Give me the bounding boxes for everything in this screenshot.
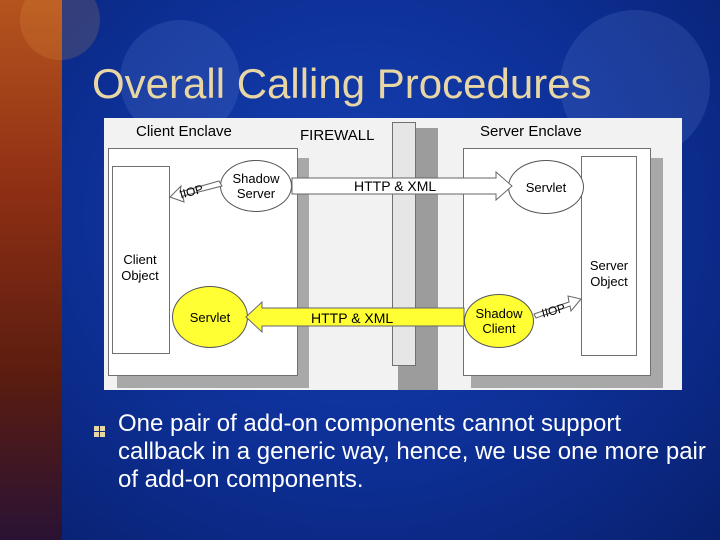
http-top-label: HTTP & XML [354, 178, 437, 194]
servlet-top-label: Servlet [525, 179, 567, 195]
bullet-text: One pair of add-on components cannot sup… [118, 410, 706, 493]
shadow-server-ellipse: Shadow Server [220, 160, 292, 212]
http-bottom-label: HTTP & XML [311, 310, 394, 326]
iiop-right-arrow [533, 295, 582, 319]
client-enclave-label: Client Enclave [136, 123, 232, 140]
client-object-box [112, 166, 170, 354]
bullet-icon [94, 426, 105, 437]
shadow-client-label: Shadow Client [475, 306, 523, 336]
http-top-arrow [291, 170, 513, 202]
server-object-box [581, 156, 637, 356]
client-object-label: Client Object [121, 252, 159, 283]
shadow-client-ellipse: Shadow Client [464, 294, 534, 348]
left-decorative-strip [0, 0, 62, 540]
server-enclave-label: Server Enclave [480, 123, 582, 140]
firewall-label: FIREWALL [300, 127, 375, 144]
iiop-left-arrow [169, 180, 223, 203]
http-bottom-arrow [245, 300, 465, 334]
servlet-bottom-ellipse: Servlet [172, 286, 248, 348]
shadow-server-label: Shadow Server [232, 171, 280, 201]
slide-title: Overall Calling Procedures [92, 60, 592, 107]
servlet-bottom-label: Servlet [189, 309, 231, 325]
server-object-label: Server Object [589, 258, 629, 289]
servlet-top-ellipse: Servlet [508, 160, 584, 214]
